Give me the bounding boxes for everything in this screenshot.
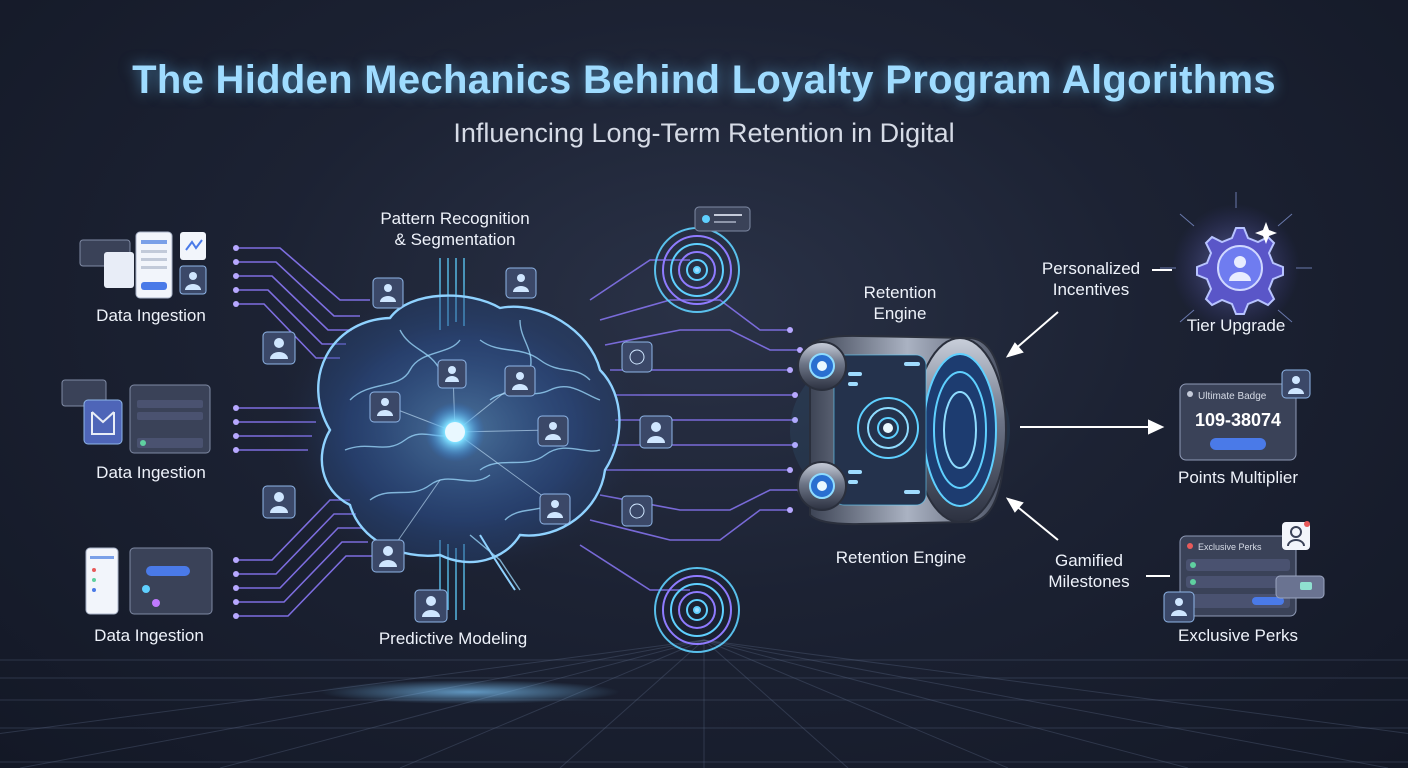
retention-engine-top-label: Retention Engine [840, 282, 960, 324]
input-label-1: Data Ingestion [86, 305, 216, 326]
brain-illustration [272, 280, 652, 590]
pattern-recognition-line1: Pattern Recognition [370, 208, 540, 229]
input-label-3: Data Ingestion [84, 625, 214, 646]
input-app-cards-2 [62, 380, 210, 453]
pattern-recognition-line2: & Segmentation [370, 229, 540, 250]
tier-upgrade-gear-icon [1160, 192, 1312, 332]
gamified-line1: Gamified [1030, 550, 1148, 571]
pattern-recognition-label: Pattern Recognition & Segmentation [370, 208, 540, 250]
gamified-milestones-label: Gamified Milestones [1030, 550, 1148, 592]
retention-engine-bottom-label: Retention Engine [820, 547, 982, 568]
output-arrows [1008, 270, 1172, 576]
page-title: The Hidden Mechanics Behind Loyalty Prog… [0, 58, 1408, 103]
tier-upgrade-label: Tier Upgrade [1176, 315, 1296, 336]
gamified-line2: Milestones [1030, 571, 1148, 592]
retention-engine-illustration [790, 336, 1010, 524]
retention-engine-line1: Retention [840, 282, 960, 303]
points-card-header: Ultimate Badge [1198, 391, 1267, 402]
personalized-line1: Personalized [1030, 258, 1152, 279]
floor-grid [0, 640, 1408, 768]
left-circuit-dots [233, 245, 239, 619]
exclusive-perks-card [1164, 521, 1324, 622]
points-multiplier-label: Points Multiplier [1168, 467, 1308, 488]
personalized-line2: Incentives [1030, 279, 1152, 300]
retention-engine-line2: Engine [840, 303, 960, 324]
perks-card-header: Exclusive Perks [1198, 542, 1262, 552]
predictive-modeling-label: Predictive Modeling [368, 628, 538, 649]
input-label-2: Data Ingestion [86, 462, 216, 483]
bottom-spiral [655, 568, 739, 652]
page-subtitle: Influencing Long-Term Retention in Digit… [0, 118, 1408, 149]
points-value: 109-38074 [1195, 410, 1281, 430]
personalized-incentives-label: Personalized Incentives [1030, 258, 1152, 300]
floor-glow [320, 680, 620, 704]
chat-bubble-icon [695, 207, 750, 231]
input-app-cards-3 [86, 548, 212, 614]
input-app-cards-1 [80, 232, 206, 298]
exclusive-perks-label: Exclusive Perks [1168, 625, 1308, 646]
